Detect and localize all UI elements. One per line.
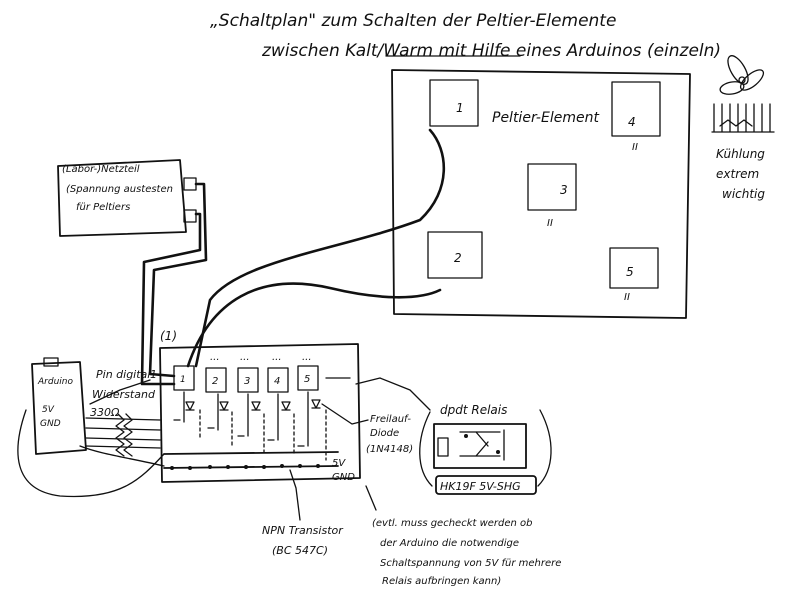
freilauf-line-3: (1N4148) [366,444,413,455]
rail-5v-line [163,451,339,455]
relay-dots: ... [272,352,282,363]
relay-1: 1 [173,365,195,391]
rail-junctions [170,464,320,470]
dpdt-part: HK19F 5V-SHG [440,480,521,493]
freilauf-line-1: Freilauf- [370,414,411,425]
power-wire-a [148,182,208,378]
peltier-element-1: 1 [429,79,479,127]
peltier-element-marks: II [624,292,630,303]
note-line-3: Schaltspannung von 5V für mehrere [380,558,561,569]
relay-4: 4 [267,367,289,393]
transistor-line-2: (BC 547C) [272,544,328,557]
power-wire-b [140,212,202,386]
peltier-element-4: 4 II [611,81,661,153]
power-supply-line-3: für Peltiers [76,202,130,213]
dpdt-pointer [355,377,431,411]
pin-pointer [89,379,151,405]
freilauf-line-2: Diode [370,428,399,439]
relay-number: 3 [244,376,250,387]
relay-dots: ... [302,352,312,363]
arduino-name: Arduino [37,377,73,387]
power-supply-line-1: (Labor-)Netzteil [62,164,140,175]
relay-dots: ... [240,352,250,363]
relay-number: 5 [304,374,310,385]
peltier-label: Peltier-Element [492,110,599,126]
peltier-element-number: 3 [560,183,568,197]
power-supply: (Labor-)Netzteil (Spannung austesten für… [57,159,197,237]
cooling-line-1: Kühlung [716,147,765,161]
peltier-wire-b [186,282,442,368]
relay-2: 2 [205,367,227,393]
cooling-line-2: extrem [716,167,759,181]
dpdt-relay-icon [419,409,552,487]
peltier-element-2: 2 [427,231,483,279]
relay-number: 1 [180,375,186,385]
arduino-5v-wire [17,409,165,498]
peltier-element-marks: II [632,142,638,153]
relay-dots: ... [210,352,220,363]
arduino-gnd-wire [79,445,165,467]
peltier-element-marks: II [547,218,553,229]
title-line-1: „Schaltplan" zum Schalten der Peltier-El… [210,11,616,31]
peltier-element-number: 5 [626,265,634,279]
cooling-fan-icon [719,55,765,95]
relay-number: 4 [274,376,280,387]
peltier-element-number: 4 [628,115,636,129]
relay-3: 3 [237,367,259,393]
peltier-element-5: 5 II [609,247,659,303]
note-line-1: (evtl. muss gecheckt werden ob [372,518,533,529]
arduino-signal-wires [85,417,161,449]
title-line-2: zwischen Kalt/Warm mit Hilfe eines Ardui… [261,41,721,61]
note-line-2: der Arduino die notwendige [380,538,519,549]
note-pointer [365,485,377,511]
pin-digital-label: Pin digital [96,368,150,381]
transistor-pointer [289,469,301,521]
dpdt-part-box [435,475,537,495]
arduino-gnd: GND [40,419,61,429]
note-line-4: Relais aufbringen kann) [382,576,501,587]
relay-5: 5 [297,365,319,391]
transistor-line-1: NPN Transistor [262,524,344,537]
peltier-element-3: 3 II [527,163,577,229]
rail-gnd-label: GND [332,472,355,483]
resistor-value: 330Ω [90,406,120,419]
rail-5v-label: 5V [332,458,346,469]
arduino-board: Arduino 5V GND [31,357,87,455]
freilauf-diode-icon [185,399,321,411]
relay-connection-label: (1) [160,329,177,343]
peltier-element-number: 2 [454,251,462,265]
relay-number: 2 [212,376,218,387]
freilauf-pointer [321,403,369,425]
relay-board: ... ... ... ... (1) 1 2 3 4 5 [159,329,361,483]
rail-gnd-line [163,465,339,469]
dpdt-title: dpdt Relais [440,403,507,417]
peltier-board: Peltier-Element 1 4 II 3 II 2 5 II [391,69,691,319]
heatsink-icon [711,103,775,133]
resistor-label: Widerstand [92,388,156,401]
resistor-icon [115,413,133,457]
arduino-5v: 5V [42,405,55,415]
cooling-line-3: wichtig [722,187,765,201]
power-supply-line-2: (Spannung austesten [66,184,173,195]
peltier-element-number: 1 [456,101,464,115]
peltier-wire-a [194,128,446,368]
